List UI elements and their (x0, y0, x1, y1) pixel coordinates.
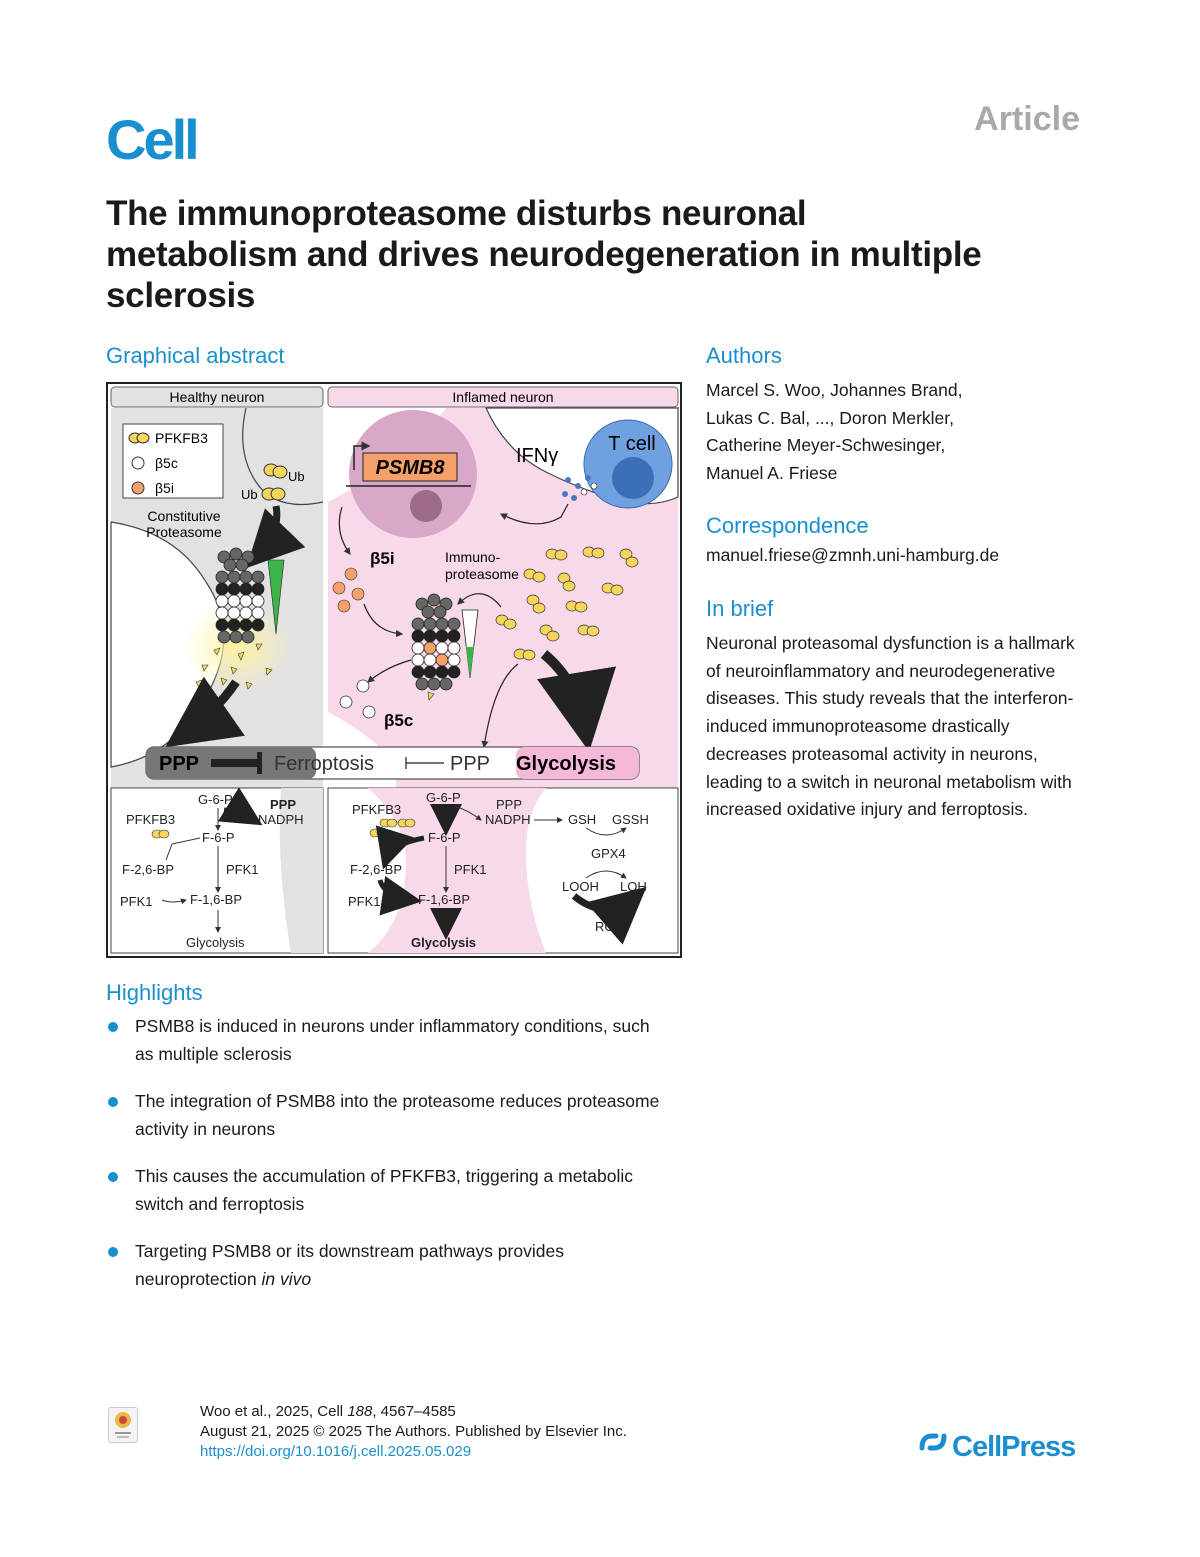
highlight-text: This causes the accumulation of PFKFB3, … (135, 1166, 634, 1214)
bar-ferroptosis: Ferroptosis (274, 753, 374, 775)
bar-ppp-2: PPP (450, 753, 490, 775)
b5c-label: β5c (384, 711, 413, 730)
cellpress-link-icon (919, 1433, 947, 1451)
constitutive-label-1: Constitutive (147, 508, 220, 524)
m-right-glycolysis: Glycolysis (411, 935, 476, 950)
m-left-f26bp: F-2,6-BP (122, 862, 174, 877)
legend-b5i: β5i (155, 480, 174, 496)
m-right-ppp: PPP (496, 797, 522, 812)
m-left-pfk1-b: PFK1 (120, 894, 153, 909)
legend-pfkfb3: PFKFB3 (155, 430, 208, 446)
m-right-gsh: GSH (568, 812, 596, 827)
highlights-list: PSMB8 is induced in neurons under inflam… (106, 1013, 666, 1313)
m-left-glycolysis: Glycolysis (186, 935, 245, 950)
psmb8-gene: PSMB8 (376, 457, 446, 479)
ifng-label: IFNγ (516, 445, 558, 467)
m-right-gssh: GSSH (612, 812, 649, 827)
authors-heading: Authors (706, 343, 782, 368)
citation-block: Woo et al., 2025, Cell 188, 4567–4585 Au… (200, 1402, 627, 1462)
m-left-pfkfb3: PFKFB3 (126, 812, 175, 827)
m-right-f16bp: F-1,6-BP (418, 892, 470, 907)
panel-label-healthy: Healthy neuron (170, 389, 265, 405)
m-left-g6p: G-6-P (198, 792, 233, 807)
m-right-looh: LOOH (562, 879, 599, 894)
m-right-pfk1-b: PFK1 (348, 894, 381, 909)
correspondence-heading: Correspondence (706, 513, 869, 538)
panel-label-inflamed: Inflamed neuron (452, 389, 553, 405)
author-line: Manuel A. Friese (706, 462, 838, 483)
highlight-text: Targeting PSMB8 or its downstream pathwa… (135, 1241, 564, 1289)
m-right-g6p: G-6-P (426, 790, 461, 805)
highlight-text: The integration of PSMB8 into the protea… (135, 1091, 660, 1139)
m-left-ppp: PPP (270, 797, 296, 812)
m-left-f6p: F-6-P (202, 830, 235, 845)
highlight-item: Targeting PSMB8 or its downstream pathwa… (106, 1238, 666, 1293)
doi-link[interactable]: https://doi.org/10.1016/j.cell.2025.05.0… (200, 1443, 472, 1460)
cellpress-logo: CellPress (918, 1428, 1076, 1464)
check-for-updates-icon[interactable] (108, 1407, 138, 1443)
highlight-item: PSMB8 is induced in neurons under inflam… (106, 1013, 666, 1068)
in-brief-text: Neuronal proteasomal dysfunction is a ha… (706, 633, 1075, 820)
m-left-nadph: NADPH (258, 812, 304, 827)
author-line: Lukas C. Bal, ..., Doron Merkler, (706, 407, 955, 428)
constitutive-proteasome (215, 547, 265, 644)
t-cell-label: T cell (608, 433, 655, 455)
citation-line: Woo et al., 2025, Cell 188, 4567–4585 (200, 1403, 456, 1420)
m-right-pfkfb3: PFKFB3 (352, 802, 401, 817)
constitutive-label-2: Proteasome (146, 524, 222, 540)
m-right-loh: LOH (620, 879, 647, 894)
m-right-pfk1: PFK1 (454, 862, 487, 877)
m-right-ros: ROS (595, 919, 624, 934)
m-left-pfk1: PFK1 (226, 862, 259, 877)
highlight-text: PSMB8 is induced in neurons under inflam… (135, 1016, 650, 1064)
highlight-item: The integration of PSMB8 into the protea… (106, 1088, 666, 1143)
in-brief-heading: In brief (706, 596, 774, 621)
immuno-label-1: Immuno- (445, 549, 501, 565)
m-right-nadph: NADPH (485, 812, 531, 827)
ub-label-2: Ub (241, 487, 258, 502)
journal-logo: Cell (106, 108, 200, 171)
legend-b5c: β5c (155, 455, 178, 471)
graphical-abstract-figure: Healthy neuron Inflamed neuron PFKFB3 β5… (106, 382, 682, 958)
author-line: Marcel S. Woo, Johannes Brand, (706, 380, 963, 400)
ub-label: Ub (288, 469, 305, 484)
m-right-gpx4: GPX4 (591, 846, 626, 861)
author-list: Marcel S. Woo, Johannes Brand, Lukas C. … (706, 377, 1106, 487)
correspondence-email[interactable]: manuel.friese@zmnh.uni-hamburg.de (706, 545, 1000, 565)
bar-glycolysis: Glycolysis (516, 753, 616, 775)
immunoproteasome (411, 593, 461, 691)
bar-ppp: PPP (159, 753, 199, 775)
b5i-label: β5i (370, 549, 395, 568)
immuno-label-2: proteasome (445, 566, 519, 582)
author-line: Catherine Meyer-Schwesinger, (706, 435, 946, 455)
highlights-heading: Highlights (106, 980, 203, 1005)
m-right-f6p: F-6-P (428, 830, 461, 845)
highlight-emphasis: in vivo (261, 1268, 312, 1289)
date-copyright-line: August 21, 2025 © 2025 The Authors. Publ… (200, 1423, 627, 1440)
m-right-f26bp: F-2,6-BP (350, 862, 402, 877)
highlight-item: This causes the accumulation of PFKFB3, … (106, 1163, 666, 1218)
article-title: The immunoproteasome disturbs neuronal m… (106, 194, 982, 315)
m-left-f16bp: F-1,6-BP (190, 892, 242, 907)
graphical-abstract-heading: Graphical abstract (106, 343, 285, 368)
article-type-label: Article (974, 100, 1080, 138)
